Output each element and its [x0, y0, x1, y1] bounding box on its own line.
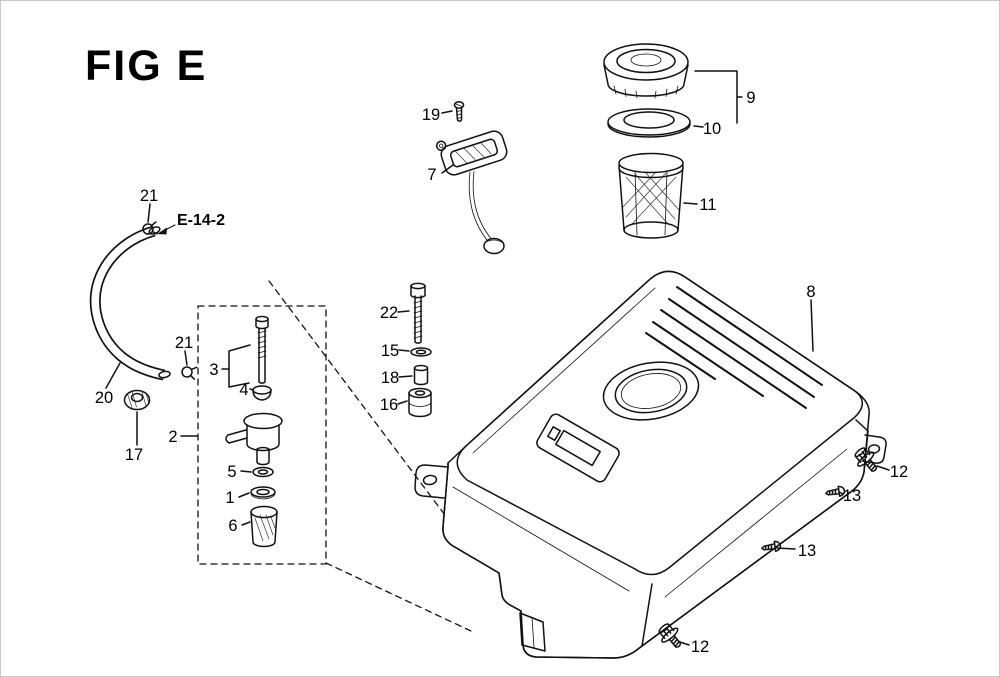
- fuel-tank: [414, 270, 887, 659]
- reference-label: E-14-2: [177, 212, 225, 229]
- part-callout-19: 19: [422, 106, 440, 124]
- part-callout-9: 9: [746, 89, 755, 107]
- gauge-screw: [453, 101, 465, 122]
- part-callout-6: 6: [228, 517, 237, 535]
- part-callout-22: 22: [380, 304, 398, 322]
- fuel-gauge: [435, 130, 508, 255]
- part-callout-17: 17: [125, 446, 143, 464]
- fuel-valve-assembly: [225, 315, 283, 548]
- part-callout-10: 10: [703, 120, 721, 138]
- part-callout-21: 21: [140, 187, 158, 205]
- hose-clip-icon: [180, 363, 199, 380]
- part-callout-3: 3: [209, 361, 218, 379]
- part-callout-12: 12: [890, 463, 908, 481]
- projection-lines: [268, 280, 472, 632]
- part-callout-1: 1: [225, 489, 234, 507]
- part-callout-21: 21: [175, 334, 193, 352]
- fuel-cap: [603, 43, 689, 99]
- part-callout-18: 18: [381, 369, 399, 387]
- tank-label-plate: [536, 413, 620, 483]
- part-callout-7: 7: [427, 166, 436, 184]
- leader-lines: [105, 70, 890, 646]
- part-callout-8: 8: [806, 283, 815, 301]
- part-callout-12: 12: [691, 638, 709, 656]
- part-callout-16: 16: [380, 396, 398, 414]
- reference-callout: E-14-2: [157, 212, 225, 235]
- fuel-hose: [89, 225, 171, 381]
- part-callout-15: 15: [381, 342, 399, 360]
- fuel-strainer: [618, 152, 684, 239]
- part-callout-5: 5: [227, 463, 236, 481]
- part-callout-20: 20: [95, 389, 113, 407]
- valve-assembly-box: [197, 305, 327, 565]
- cap-gasket: [607, 108, 691, 138]
- part-callout-13: 13: [843, 487, 861, 505]
- grommet: [123, 389, 151, 411]
- tank-mount-hardware: [408, 282, 432, 418]
- part-callout-4: 4: [239, 381, 248, 399]
- part-callout-11: 11: [699, 196, 716, 214]
- figure-title: FIG E: [85, 42, 208, 90]
- part-callout-13: 13: [798, 542, 816, 560]
- part-callout-2: 2: [168, 428, 177, 446]
